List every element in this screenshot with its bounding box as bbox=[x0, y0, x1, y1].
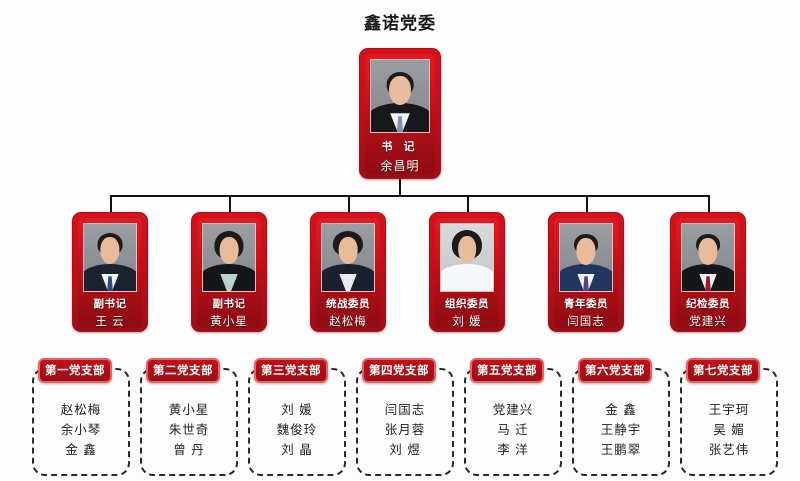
connector-drop-3 bbox=[348, 195, 350, 213]
officer-name: 赵松梅 bbox=[329, 316, 367, 328]
connector-drop-1 bbox=[110, 195, 112, 213]
branch-box-3[interactable]: 第三党支部 刘 媛 魏俊玲 刘 晶 bbox=[248, 358, 346, 476]
leader-card[interactable]: 书 记 余昌明 bbox=[359, 48, 441, 179]
branch-box-4[interactable]: 第四党支部 闫国志 张月蓉 刘 煜 bbox=[356, 358, 454, 476]
connector-drop-4 bbox=[467, 195, 469, 213]
connector-drop-2 bbox=[229, 195, 231, 213]
branch-member: 黄小星 bbox=[168, 403, 210, 417]
leader-role: 书 记 bbox=[381, 141, 419, 153]
connector-leader-stem bbox=[399, 179, 401, 196]
officer-card-inner: 统战委员 赵松梅 bbox=[316, 218, 380, 328]
connector-drop-5 bbox=[586, 195, 588, 213]
branch-label: 第三党支部 bbox=[254, 358, 328, 383]
branch-box-6[interactable]: 第六党支部 金 鑫 王静宇 王鹏翠 bbox=[572, 358, 670, 476]
branch-label: 第一党支部 bbox=[38, 358, 112, 383]
branch-member: 刘 晶 bbox=[281, 443, 313, 457]
officer-name: 刘 媛 bbox=[452, 316, 482, 328]
officer-name: 闫国志 bbox=[567, 316, 605, 328]
branch-member: 吴 媚 bbox=[713, 423, 745, 437]
connector-horizontal-bus bbox=[110, 195, 710, 197]
branch-label: 第七党支部 bbox=[686, 358, 760, 383]
branch-member: 张月蓉 bbox=[384, 423, 426, 437]
officer-role: 副书记 bbox=[212, 298, 246, 310]
connector-drop-6 bbox=[708, 195, 710, 213]
branch-member-list: 刘 媛 魏俊玲 刘 晶 bbox=[250, 400, 344, 460]
branch-box-2[interactable]: 第二党支部 黄小星 朱世奇 曾 丹 bbox=[140, 358, 238, 476]
leader-card-inner: 书 记 余昌明 bbox=[365, 54, 435, 175]
officer-card-inner: 青年委员 闫国志 bbox=[554, 218, 618, 328]
branch-member-list: 党建兴 马 迁 李 洋 bbox=[466, 400, 560, 460]
branch-member-list: 金 鑫 王静宇 王鹏翠 bbox=[574, 400, 668, 460]
officer-role: 副书记 bbox=[93, 298, 127, 310]
branch-member: 马 迁 bbox=[497, 423, 529, 437]
branch-member: 刘 媛 bbox=[281, 403, 313, 417]
branch-member: 王鹏翠 bbox=[600, 443, 642, 457]
branch-box-1[interactable]: 第一党支部 赵松梅 余小琴 金 鑫 bbox=[32, 358, 130, 476]
officer-name: 王 云 bbox=[95, 316, 125, 328]
branch-member: 党建兴 bbox=[492, 403, 534, 417]
officer-portrait bbox=[440, 223, 494, 292]
leader-name: 余昌明 bbox=[380, 159, 420, 173]
officer-portrait bbox=[321, 223, 375, 292]
branch-member: 王静宇 bbox=[600, 423, 642, 437]
officer-role: 组织委员 bbox=[445, 298, 489, 310]
branch-member: 刘 煜 bbox=[389, 443, 421, 457]
officer-portrait bbox=[83, 223, 137, 292]
officer-portrait bbox=[681, 223, 735, 292]
officer-role: 青年委员 bbox=[564, 298, 608, 310]
leader-portrait bbox=[370, 59, 430, 133]
officer-portrait bbox=[559, 223, 613, 292]
officer-card-inner: 副书记 黄小星 bbox=[197, 218, 261, 328]
branch-member: 魏俊玲 bbox=[276, 423, 318, 437]
officer-name: 党建兴 bbox=[689, 316, 727, 328]
branch-member: 曾 丹 bbox=[173, 443, 205, 457]
branch-box-7[interactable]: 第七党支部 王宇珂 吴 媚 张艺伟 bbox=[680, 358, 778, 476]
officer-card-5[interactable]: 青年委员 闫国志 bbox=[548, 212, 624, 332]
branch-box-5[interactable]: 第五党支部 党建兴 马 迁 李 洋 bbox=[464, 358, 562, 476]
officer-card-inner: 纪检委员 党建兴 bbox=[676, 218, 740, 328]
branch-label: 第五党支部 bbox=[470, 358, 544, 383]
branch-member-list: 王宇珂 吴 媚 张艺伟 bbox=[682, 400, 776, 460]
officer-role: 统战委员 bbox=[326, 298, 370, 310]
branch-member: 王宇珂 bbox=[708, 403, 750, 417]
officer-card-1[interactable]: 副书记 王 云 bbox=[72, 212, 148, 332]
branch-member: 金 鑫 bbox=[65, 443, 97, 457]
page-title: 鑫诺党委 bbox=[364, 14, 436, 33]
officer-card-3[interactable]: 统战委员 赵松梅 bbox=[310, 212, 386, 332]
officer-name: 黄小星 bbox=[210, 316, 248, 328]
branch-label: 第六党支部 bbox=[578, 358, 652, 383]
branch-member-list: 赵松梅 余小琴 金 鑫 bbox=[34, 400, 128, 460]
branch-member-list: 黄小星 朱世奇 曾 丹 bbox=[142, 400, 236, 460]
officer-card-inner: 副书记 王 云 bbox=[78, 218, 142, 328]
branch-member: 闫国志 bbox=[384, 403, 426, 417]
branch-label: 第二党支部 bbox=[146, 358, 220, 383]
branch-member: 李 洋 bbox=[497, 443, 529, 457]
branch-member: 朱世奇 bbox=[168, 423, 210, 437]
officer-card-inner: 组织委员 刘 媛 bbox=[435, 218, 499, 328]
officer-role: 纪检委员 bbox=[686, 298, 730, 310]
branch-member: 张艺伟 bbox=[708, 443, 750, 457]
officer-portrait bbox=[202, 223, 256, 292]
officer-card-2[interactable]: 副书记 黄小星 bbox=[191, 212, 267, 332]
branch-member-list: 闫国志 张月蓉 刘 煜 bbox=[358, 400, 452, 460]
branch-label: 第四党支部 bbox=[362, 358, 436, 383]
officer-card-4[interactable]: 组织委员 刘 媛 bbox=[429, 212, 505, 332]
branch-member: 余小琴 bbox=[60, 423, 102, 437]
branch-member: 赵松梅 bbox=[60, 403, 102, 417]
branch-member: 金 鑫 bbox=[605, 403, 637, 417]
officer-card-6[interactable]: 纪检委员 党建兴 bbox=[670, 212, 746, 332]
